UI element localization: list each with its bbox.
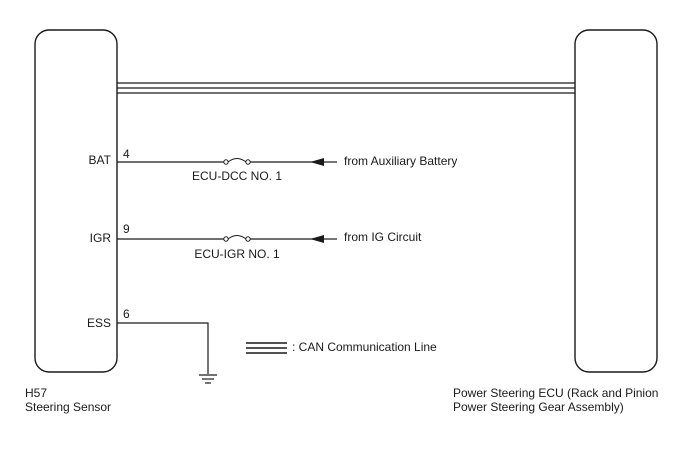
right-component-caption: Power Steering ECU (Rack and Pinion Powe…: [453, 386, 658, 414]
igr-circuit: IGR 9 ECU-IGR NO. 1 from IG Circuit: [90, 222, 422, 261]
can-bus-lines: [117, 82, 575, 94]
source-label-aux-battery: from Auxiliary Battery: [344, 154, 457, 168]
fuse-icon: [223, 235, 251, 242]
pin-number-bat: 4: [123, 147, 130, 161]
steering-sensor-box: [34, 29, 118, 373]
legend-label: : CAN Communication Line: [292, 340, 437, 354]
pin-label-igr: IGR: [90, 231, 112, 245]
pin-number-ess: 6: [123, 307, 130, 321]
can-line-legend-icon: [246, 342, 287, 354]
pin-label-ess: ESS: [87, 316, 111, 330]
left-component-caption: H57 Steering Sensor: [25, 386, 111, 414]
source-label-ig-circuit: from IG Circuit: [344, 230, 422, 244]
component-code: H57: [25, 386, 48, 400]
component-name-line2: Power Steering Gear Assembly): [453, 400, 624, 414]
fuse-label-ecu-dcc: ECU-DCC NO. 1: [192, 169, 282, 183]
arrow-left-icon: [310, 158, 324, 166]
bat-circuit: BAT 4 ECU-DCC NO. 1 from Auxiliary Batte…: [89, 147, 458, 183]
pin-number-igr: 9: [123, 222, 130, 236]
ess-circuit: ESS 6: [87, 307, 217, 384]
arrow-left-icon: [310, 235, 324, 243]
component-name: Steering Sensor: [25, 400, 112, 414]
legend: : CAN Communication Line: [246, 340, 437, 354]
fuse-label-ecu-igr: ECU-IGR NO. 1: [194, 247, 280, 261]
ess-wire: [117, 322, 209, 374]
component-name-line1: Power Steering ECU (Rack and Pinion: [453, 386, 659, 400]
pin-label-bat: BAT: [89, 153, 112, 167]
power-steering-ecu-box: [574, 29, 658, 373]
ground-icon: [199, 374, 217, 384]
fuse-icon: [223, 158, 251, 165]
